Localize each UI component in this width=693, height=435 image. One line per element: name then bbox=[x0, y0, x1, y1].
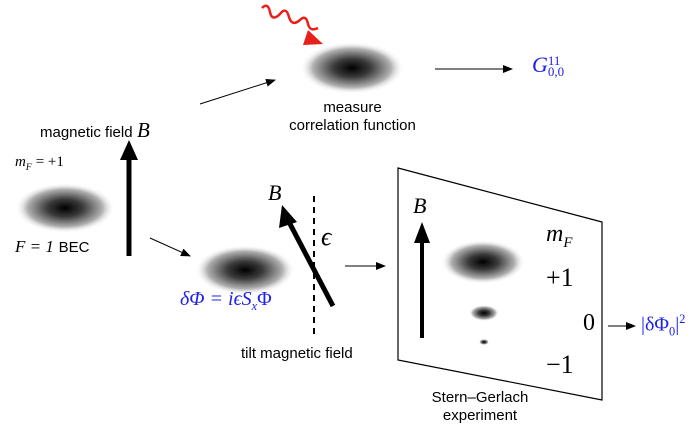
sg-b-label: B bbox=[413, 193, 427, 218]
tilted-field-b-label: B bbox=[268, 180, 282, 205]
sg-level-minus1: −1 bbox=[546, 350, 574, 379]
sg-field-arrow-head bbox=[414, 222, 430, 243]
field-arrow-tilted-head bbox=[279, 205, 297, 228]
sg-caption: Stern–Gerlach experiment bbox=[431, 389, 529, 424]
field-arrow-tilted bbox=[286, 220, 336, 308]
magnetic-field-label: magnetic field B bbox=[40, 118, 150, 142]
epsilon-angle-label: ϵ bbox=[321, 222, 332, 251]
sg-level-zero: 0 bbox=[583, 310, 595, 336]
field-arrow-vertical-head bbox=[120, 140, 138, 160]
bec-label: F = 1 BEC bbox=[15, 237, 90, 256]
perturbation-equation: δΦ = iϵSxΦ bbox=[180, 288, 272, 313]
sg-level-plus1: +1 bbox=[546, 263, 574, 292]
sg-spot-plus1 bbox=[441, 240, 525, 284]
photon-arrowhead bbox=[303, 30, 323, 45]
measure-caption: measure correlation function bbox=[289, 99, 416, 134]
tilt-caption: tilt magnetic field bbox=[241, 345, 353, 362]
sg-spot-minus1 bbox=[479, 339, 489, 345]
sg-spot-zero bbox=[469, 305, 499, 321]
arrow-to-tilt bbox=[149, 237, 191, 257]
photon-wave bbox=[261, 4, 319, 31]
sg-mf-heading: mF bbox=[546, 221, 573, 251]
bec-cloud-tilted bbox=[195, 245, 295, 295]
result-probability: |δΦ0|2 bbox=[641, 312, 686, 339]
stern-gerlach-screen bbox=[397, 167, 603, 401]
bec-cloud-initial bbox=[15, 183, 115, 233]
bec-cloud-measured bbox=[300, 42, 404, 94]
arrow-to-measure bbox=[199, 78, 276, 105]
mf-initial-label: mF = +1 bbox=[15, 154, 64, 173]
